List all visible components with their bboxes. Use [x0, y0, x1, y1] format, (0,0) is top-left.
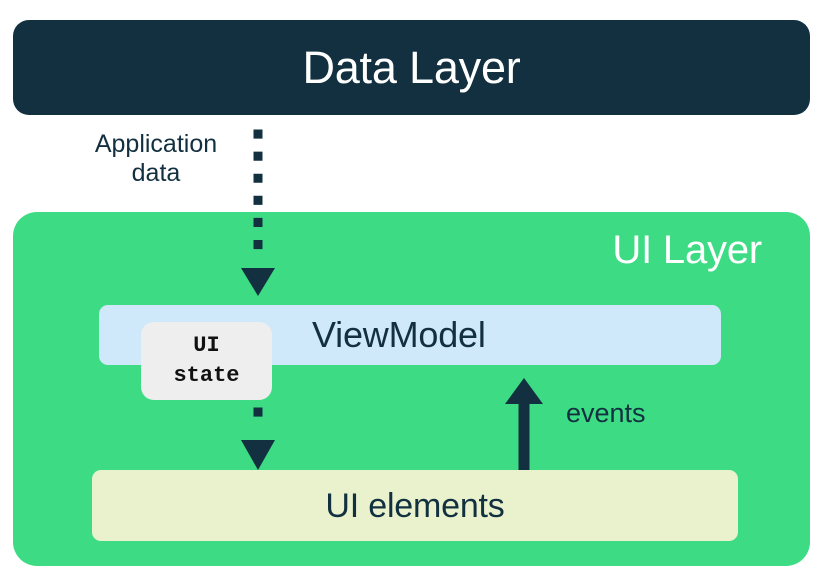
ui-elements-label: UI elements: [325, 486, 505, 525]
application-data-label: Application data: [70, 130, 242, 189]
application-data-label-line1: Application: [94, 130, 218, 158]
ui-state-badge-line1: UI: [193, 333, 220, 359]
ui-state-badge: UI state: [141, 322, 272, 400]
viewmodel-label: ViewModel: [312, 314, 486, 355]
data-layer-title: Data Layer: [302, 42, 521, 93]
ui-state-badge-line2: state: [173, 363, 240, 388]
ui-elements-box: UI elements: [92, 470, 738, 541]
data-layer-box: Data Layer: [13, 20, 810, 115]
ui-layer-title: UI Layer: [612, 228, 762, 272]
application-data-label-line2: data: [131, 159, 181, 188]
events-label: events: [566, 398, 646, 428]
